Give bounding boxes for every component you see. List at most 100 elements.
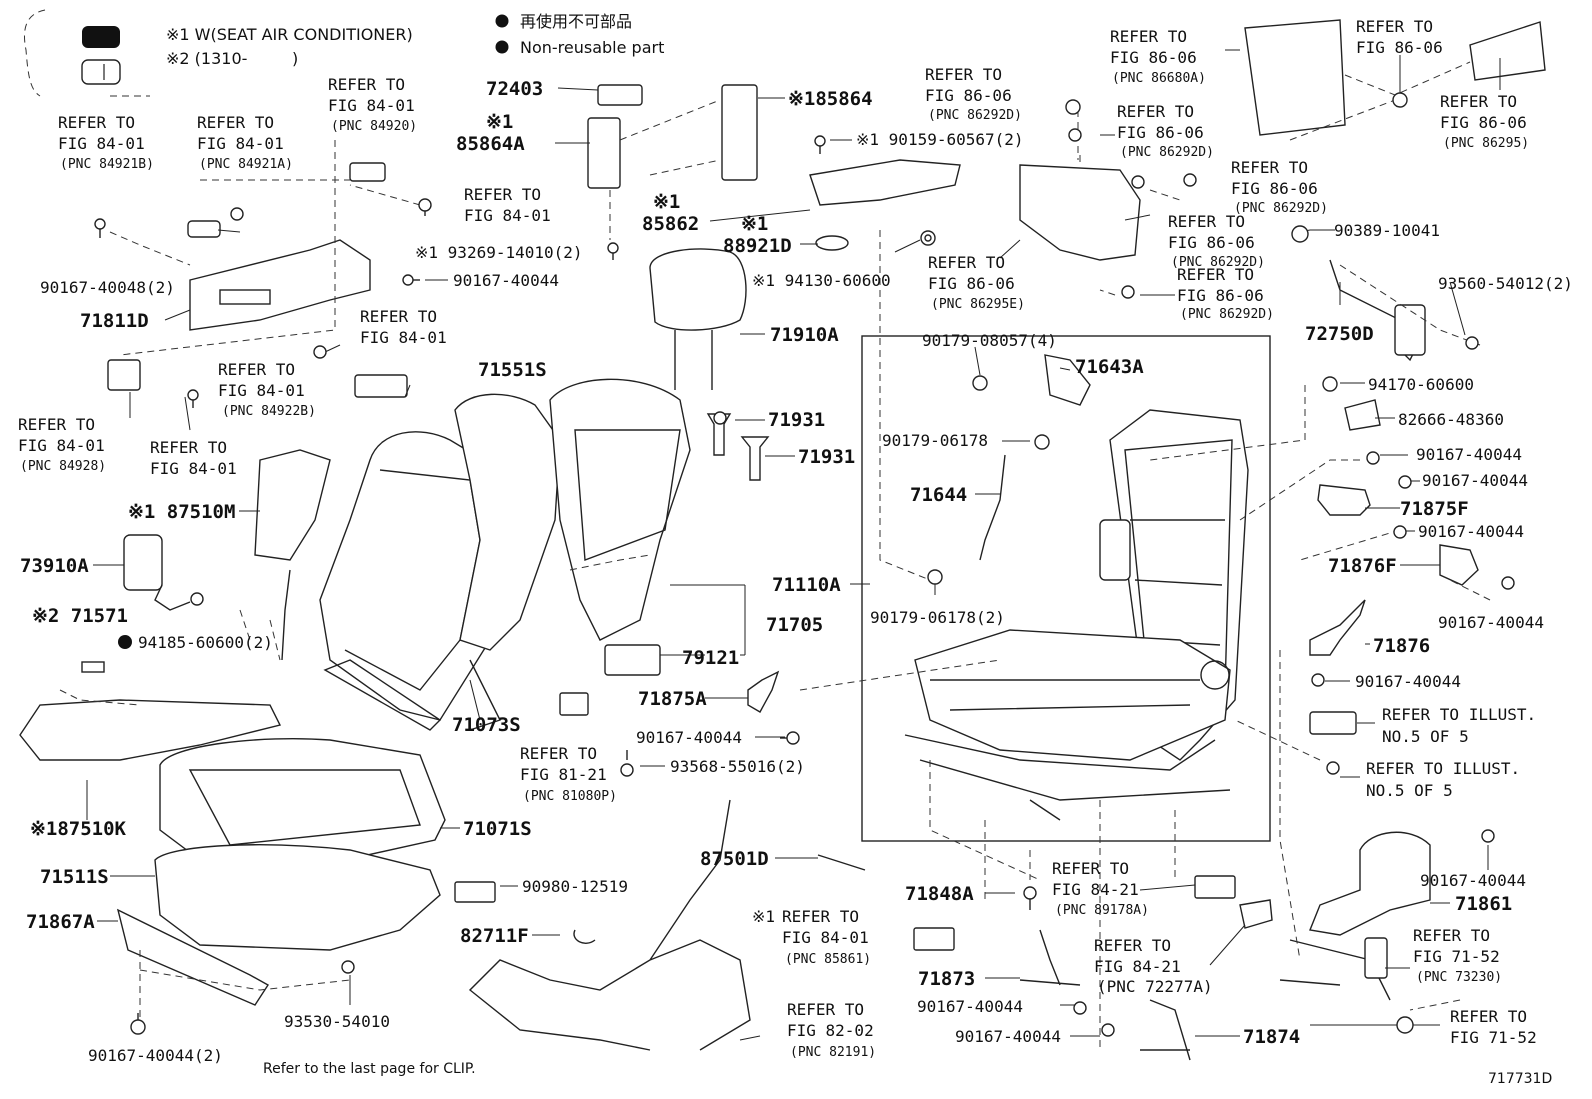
clip-icon <box>1392 92 1408 108</box>
back-board-panel-icon <box>1469 21 1546 81</box>
part-label: 71811D <box>80 310 149 332</box>
refer-to-label: REFER TO <box>1440 92 1517 111</box>
part-label: ※1 <box>653 191 680 213</box>
connector-icon <box>559 692 589 716</box>
part-label: 90179-08057(4) <box>922 331 1057 350</box>
refer-to-label: REFER TO <box>1052 859 1129 878</box>
part-label: 94185-60600(2) <box>138 633 273 652</box>
bracket-icon <box>354 374 408 398</box>
part-label: 71110A <box>772 574 841 596</box>
fig-ref-label: FIG 86-06 <box>1356 38 1443 57</box>
nut-icon <box>1291 225 1309 243</box>
leader-lines <box>86 49 1501 1041</box>
part-label: 90167-40044 <box>453 271 559 290</box>
seat-icon <box>81 59 121 85</box>
refer-to-label: REFER TO <box>1110 27 1187 46</box>
fig-ref-label: FIG 84-01 <box>197 134 284 153</box>
part-label: 85862 <box>642 213 699 235</box>
part-label: 90179-06178 <box>882 431 988 450</box>
part-label: 71511S <box>40 866 109 888</box>
pnc-label: (PNC 86292D) <box>928 108 1022 123</box>
bolt-icon <box>418 198 432 216</box>
grommet-icon <box>815 235 849 251</box>
part-label: 82666-48360 <box>1398 410 1504 429</box>
bolt-icon <box>607 242 619 260</box>
pnc-label: (PNC 73230) <box>1416 970 1502 985</box>
part-label: ※1 94130-60600 <box>752 271 891 290</box>
refer-to-label: REFER TO <box>218 360 295 379</box>
part-label: 90167-40044 <box>1422 471 1528 490</box>
seat-frame-box <box>861 335 1271 842</box>
refer-to-label: REFER TO <box>1168 212 1245 231</box>
part-label: 90980-12519 <box>522 877 628 896</box>
fig-ref-label: FIG 71-52 <box>1413 947 1500 966</box>
part-labels: 72403 ※185864 ※1 85864A ※1 85862 ※1 8892… <box>20 78 1573 1065</box>
bolt-icon <box>313 345 327 359</box>
refer-to-label: REFER TO <box>1094 936 1171 955</box>
module-icon <box>107 359 141 391</box>
nut-icon <box>1322 376 1338 392</box>
headrest-icon <box>649 248 747 390</box>
refer-to-label: REFER TO <box>1356 17 1433 36</box>
cushion-undercover-icon <box>116 908 269 1006</box>
refer-to-illust-label: REFER TO ILLUST. <box>1382 705 1536 724</box>
part-label: 71705 <box>766 614 823 636</box>
pnc-label: (PNC 86680A) <box>1112 71 1206 86</box>
seat-frame-icon <box>904 409 1249 821</box>
pnc-label: (PNC 85861) <box>785 952 871 967</box>
clamp-icon <box>1239 899 1273 929</box>
nut-icon <box>920 230 936 246</box>
part-label: 90167-40044 <box>1438 613 1544 632</box>
cable-icon <box>281 569 291 661</box>
fig-ref-label: FIG 86-06 <box>1231 179 1318 198</box>
headrest-support-icon <box>706 413 770 481</box>
bolt-icon <box>1101 1023 1115 1037</box>
buckle-icon <box>1364 937 1388 979</box>
pnc-label: (PNC 86292D) <box>1180 307 1274 322</box>
tray-icon <box>604 644 661 676</box>
bolt-icon <box>1023 886 1037 910</box>
part-label: 90167-40044 <box>1418 522 1524 541</box>
fig-ref-label: FIG 84-01 <box>58 134 145 153</box>
fig-ref-label: FIG 84-01 <box>360 328 447 347</box>
actuator-icon <box>587 117 621 189</box>
cover-outer-icon <box>1439 544 1479 586</box>
pnc-label: (PNC 86295E) <box>931 297 1025 312</box>
back-board-icon <box>1244 19 1346 136</box>
bolt-icon <box>814 135 826 154</box>
non-reusable-nut-icon <box>118 635 132 649</box>
refer-to-label: REFER TO <box>18 415 95 434</box>
seat-cushion-pad-icon <box>154 844 441 951</box>
bolt-icon <box>1366 451 1380 465</box>
plate-icon <box>1344 399 1381 431</box>
part-label: 71931 <box>768 409 825 431</box>
non-reusable-dot-icon <box>495 14 509 28</box>
part-illustrations <box>19 19 1546 1061</box>
bolt-icon <box>230 207 244 221</box>
part-label: 90167-40044 <box>955 1027 1061 1046</box>
bolt-icon <box>620 750 634 777</box>
part-label: 82711F <box>460 925 529 947</box>
refer-to-illust-label: REFER TO ILLUST. <box>1366 759 1520 778</box>
part-label: ※2 71571 <box>32 605 128 627</box>
pnc-label: (PNC 86292D) <box>1171 255 1265 270</box>
bolt-icon <box>190 592 204 606</box>
pnc-label: (PNC 82191) <box>790 1045 876 1060</box>
date-range-note-end: ) <box>292 49 298 68</box>
fig-ref-label: FIG 81-21 <box>520 765 607 784</box>
clip-icon <box>1065 99 1081 115</box>
bolt-icon <box>130 1013 146 1035</box>
part-label: 71867A <box>26 911 95 933</box>
fig-ref-label: FIG 86-06 <box>1110 48 1197 67</box>
pnc-label: (PNC 84921A) <box>199 157 293 172</box>
clip-icon <box>573 929 596 944</box>
part-label: ※1 93269-14010(2) <box>415 243 583 262</box>
illust-no-label: NO.5 OF 5 <box>1382 727 1469 746</box>
seatback-heater-icon <box>254 449 331 561</box>
knob-icon <box>187 220 221 238</box>
seat-ac-icon <box>82 26 120 48</box>
part-label: 71876 <box>1373 635 1430 657</box>
part-label: 71644 <box>910 484 967 506</box>
pnc-label: (PNC 84922B) <box>222 404 316 419</box>
